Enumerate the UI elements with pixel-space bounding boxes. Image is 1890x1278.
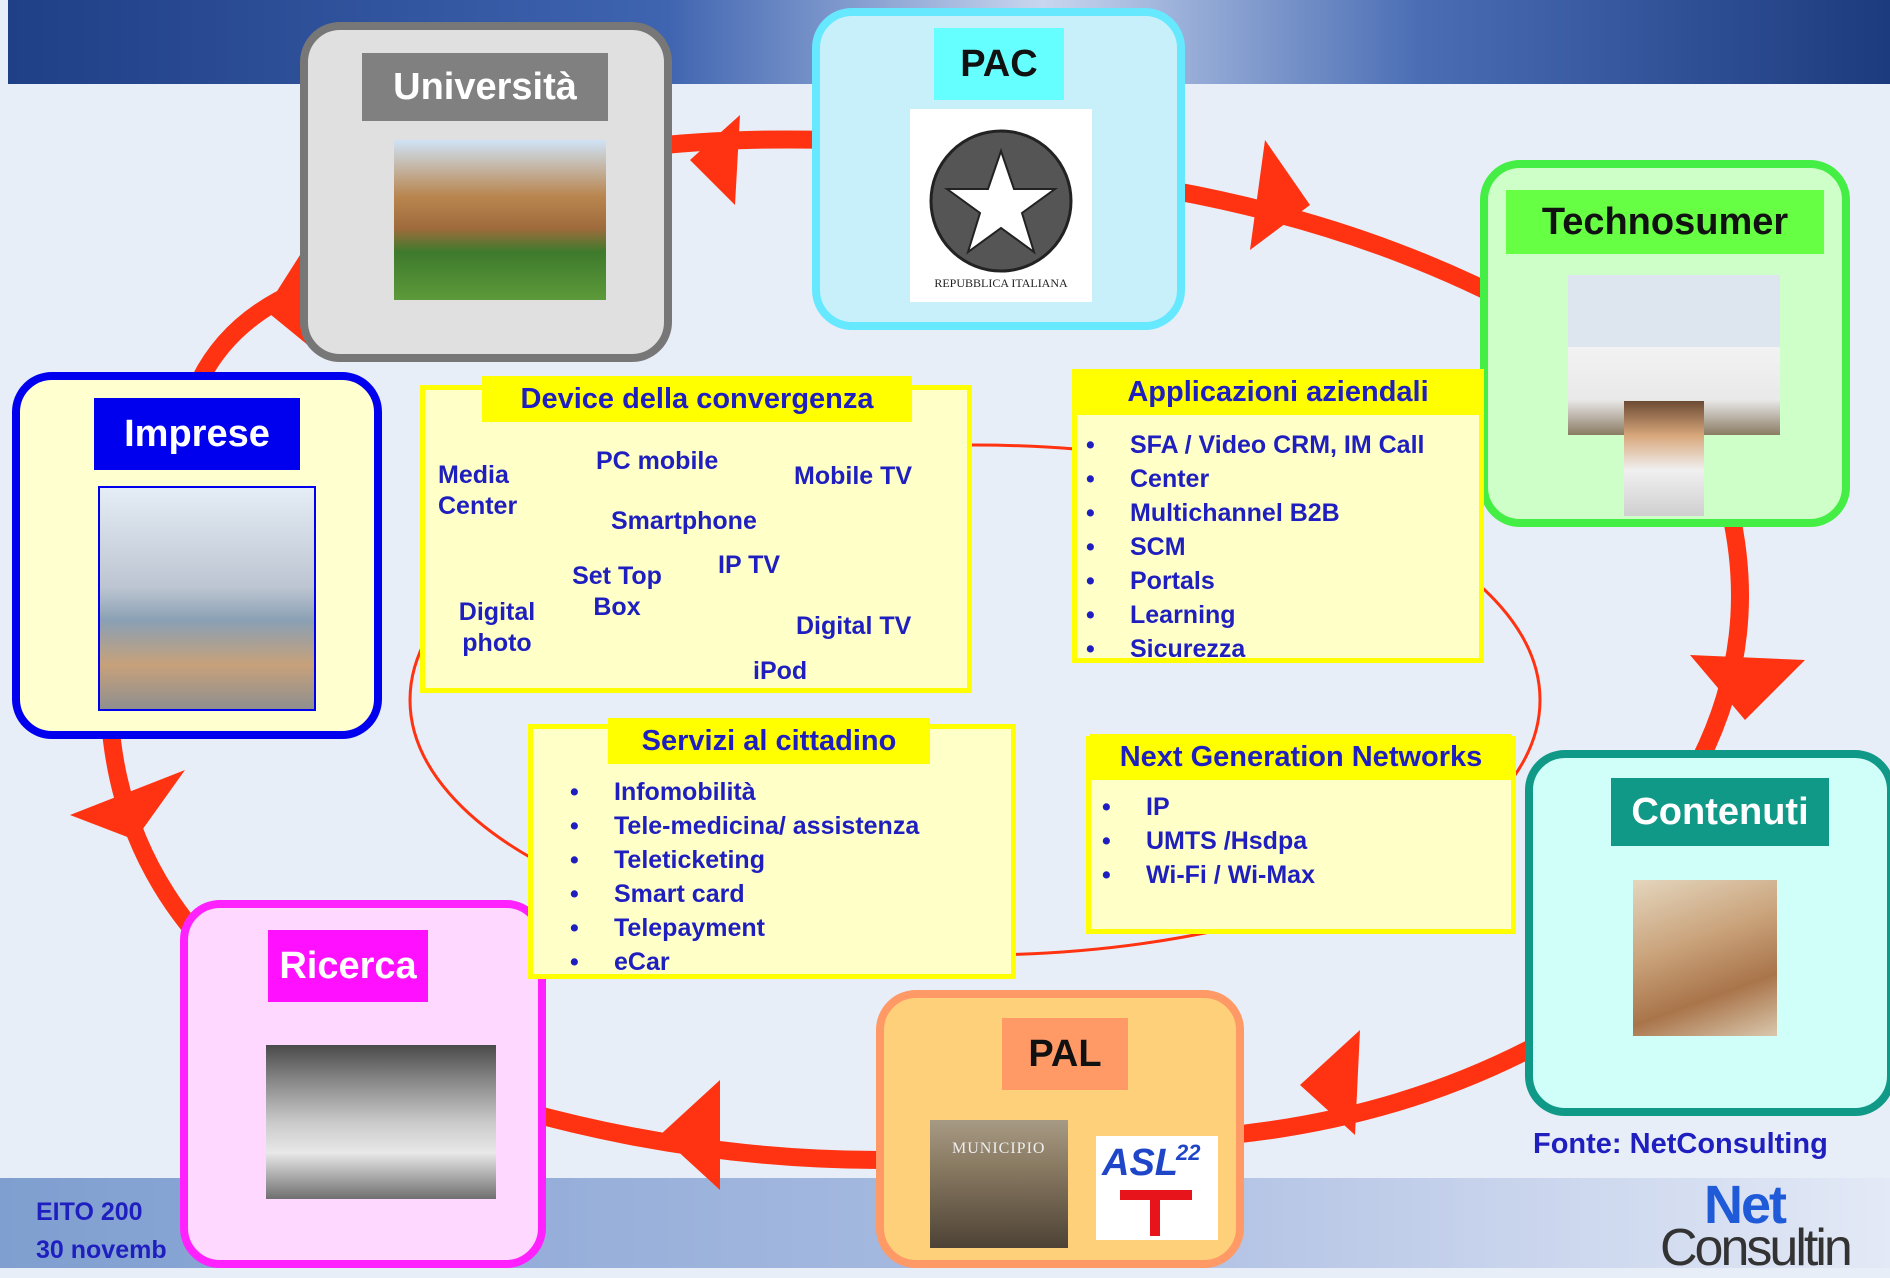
seal-caption: REPUBBLICA ITALIANA <box>934 276 1068 290</box>
servizi-list: Infomobilità Tele-medicina/ assistenza T… <box>570 775 919 979</box>
arrowhead <box>690 115 740 205</box>
node-pac: PAC REPUBBLICA ITALIANA <box>812 8 1185 330</box>
arrowheads <box>70 115 1805 1190</box>
applicazioni-list: SFA / Video CRM, IM Call Center Multicha… <box>1086 428 1424 666</box>
device-item: Media Center <box>438 461 518 520</box>
logo-net-text: Net <box>1704 1175 1787 1235</box>
device-title: Device della convergenza <box>482 376 912 422</box>
ngn-title: Next Generation Networks <box>1090 734 1512 780</box>
node-imprese: Imprese <box>12 372 382 739</box>
pac-label: PAC <box>934 28 1064 100</box>
applicazioni-title: Applicazioni aziendali <box>1072 369 1484 415</box>
footer-event: EITO 200 <box>36 1198 143 1226</box>
applicazioni-item: SFA / Video CRM, IM Call <box>1086 428 1424 462</box>
device-item: Digital TV <box>796 612 912 640</box>
asl-cross-vertical <box>1150 1190 1160 1236</box>
servizi-item: Tele-medicina/ assistenza <box>570 809 919 843</box>
young-man-photo <box>1624 401 1704 516</box>
applicazioni-item-continued: Center <box>1086 462 1424 496</box>
asl-logo-number: 22 <box>1176 1140 1201 1165</box>
node-contenuti: Contenuti <box>1525 750 1890 1116</box>
device-item: IP TV <box>718 551 781 579</box>
device-box <box>420 385 972 693</box>
arrowhead <box>70 770 185 840</box>
applicazioni-item: Multichannel B2B <box>1086 496 1424 530</box>
technosumer-label: Technosumer <box>1506 190 1824 254</box>
arrowhead <box>1690 655 1805 720</box>
ricerca-label: Ricerca <box>268 930 428 1002</box>
node-technosumer: Technosumer <box>1480 160 1850 527</box>
device-item: Mobile TV <box>794 462 913 490</box>
municipio-photo: MUNICIPIO <box>930 1120 1068 1248</box>
servizi-item: Teleticketing <box>570 843 919 877</box>
asl-logo: ASL 22 <box>1096 1136 1218 1240</box>
applicazioni-item: Portals <box>1086 564 1424 598</box>
netconsulting-logo: Net Consultin <box>1660 1175 1890 1277</box>
ngn-item: Wi-Fi / Wi-Max <box>1102 858 1315 892</box>
source-note: Fonte: NetConsulting <box>1533 1128 1828 1160</box>
ngn-item: IP <box>1102 790 1315 824</box>
device-item: Digital photo <box>458 598 536 657</box>
asl-logo-text: ASL <box>1102 1142 1178 1184</box>
office-illustration <box>98 486 316 711</box>
applicazioni-item: Sicurezza <box>1086 632 1424 666</box>
pal-label: PAL <box>1002 1018 1128 1090</box>
logo-consulting-text: Consultin <box>1660 1219 1853 1277</box>
arrowhead <box>1300 1030 1360 1135</box>
footer-date: 30 novemb <box>36 1236 167 1264</box>
arrowhead <box>660 1080 720 1190</box>
arrowhead <box>1250 140 1310 250</box>
laboratory-photo <box>266 1045 496 1199</box>
university-courtyard-photo <box>394 140 606 300</box>
servizi-title: Servizi al cittadino <box>608 718 930 764</box>
books-photo <box>1633 880 1777 1036</box>
device-item: iPod <box>753 657 808 685</box>
node-pal: PAL MUNICIPIO ASL 22 <box>876 990 1244 1268</box>
servizi-item: eCar <box>570 945 919 979</box>
contenuti-label: Contenuti <box>1611 778 1829 846</box>
servizi-item: Telepayment <box>570 911 919 945</box>
device-item: Smartphone <box>611 507 757 535</box>
device-item: PC mobile <box>596 447 719 475</box>
ngn-list: IP UMTS /Hsdpa Wi-Fi / Wi-Max <box>1102 790 1315 892</box>
applicazioni-item: Learning <box>1086 598 1424 632</box>
node-ricerca: Ricerca <box>180 900 546 1268</box>
node-universita: Università <box>300 22 672 362</box>
device-item: Set Top Box <box>572 562 662 621</box>
universita-label: Università <box>362 53 608 121</box>
republic-seal-image: REPUBBLICA ITALIANA <box>910 109 1092 302</box>
servizi-item: Smart card <box>570 877 919 911</box>
servizi-item: Infomobilità <box>570 775 919 809</box>
applicazioni-item-text: Center <box>1130 465 1210 493</box>
municipio-sign: MUNICIPIO <box>952 1140 1046 1157</box>
imprese-label: Imprese <box>94 398 300 470</box>
applicazioni-item: SCM <box>1086 530 1424 564</box>
ngn-item: UMTS /Hsdpa <box>1102 824 1315 858</box>
